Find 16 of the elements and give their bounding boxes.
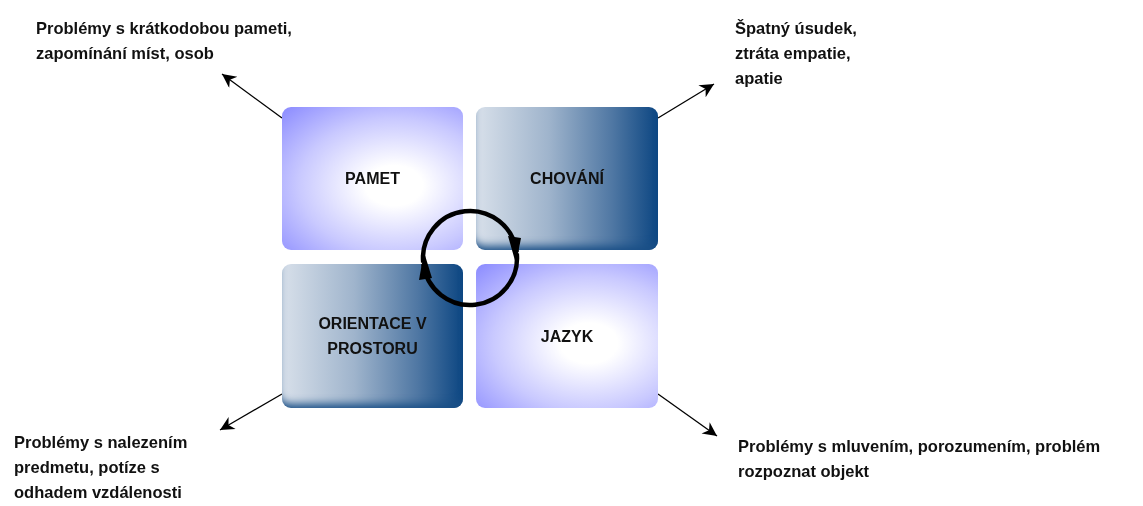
- tile-label: CHOVÁNÍ: [529, 168, 606, 189]
- arrow: [657, 83, 715, 119]
- rounded-tile: [476, 107, 658, 250]
- tile-label: PAMET: [344, 169, 401, 189]
- annotation-text: Problémy s mluvením, porozumením, problém rozpoznat objekt: [738, 436, 1102, 482]
- tile-label: ORIENTACE V PROSTORU: [317, 314, 428, 359]
- annotation-text: Špatný úsudek, ztráta empatie, apatie: [735, 18, 858, 89]
- tile-label: JAZYK: [539, 326, 595, 347]
- rounded-tile: [476, 264, 658, 408]
- rounded-tile: [282, 264, 463, 408]
- annotation-text: Problémy s krátkodobou pameti, zapomínání míst, osob: [36, 18, 293, 64]
- rounded-tile: [282, 107, 463, 250]
- annotation-text: Problémy s nalezením predmetu, potíze s odhadem vzdálenosti: [14, 432, 189, 503]
- arrow: [221, 73, 283, 119]
- arrow: [657, 393, 718, 437]
- arrow: [219, 393, 283, 431]
